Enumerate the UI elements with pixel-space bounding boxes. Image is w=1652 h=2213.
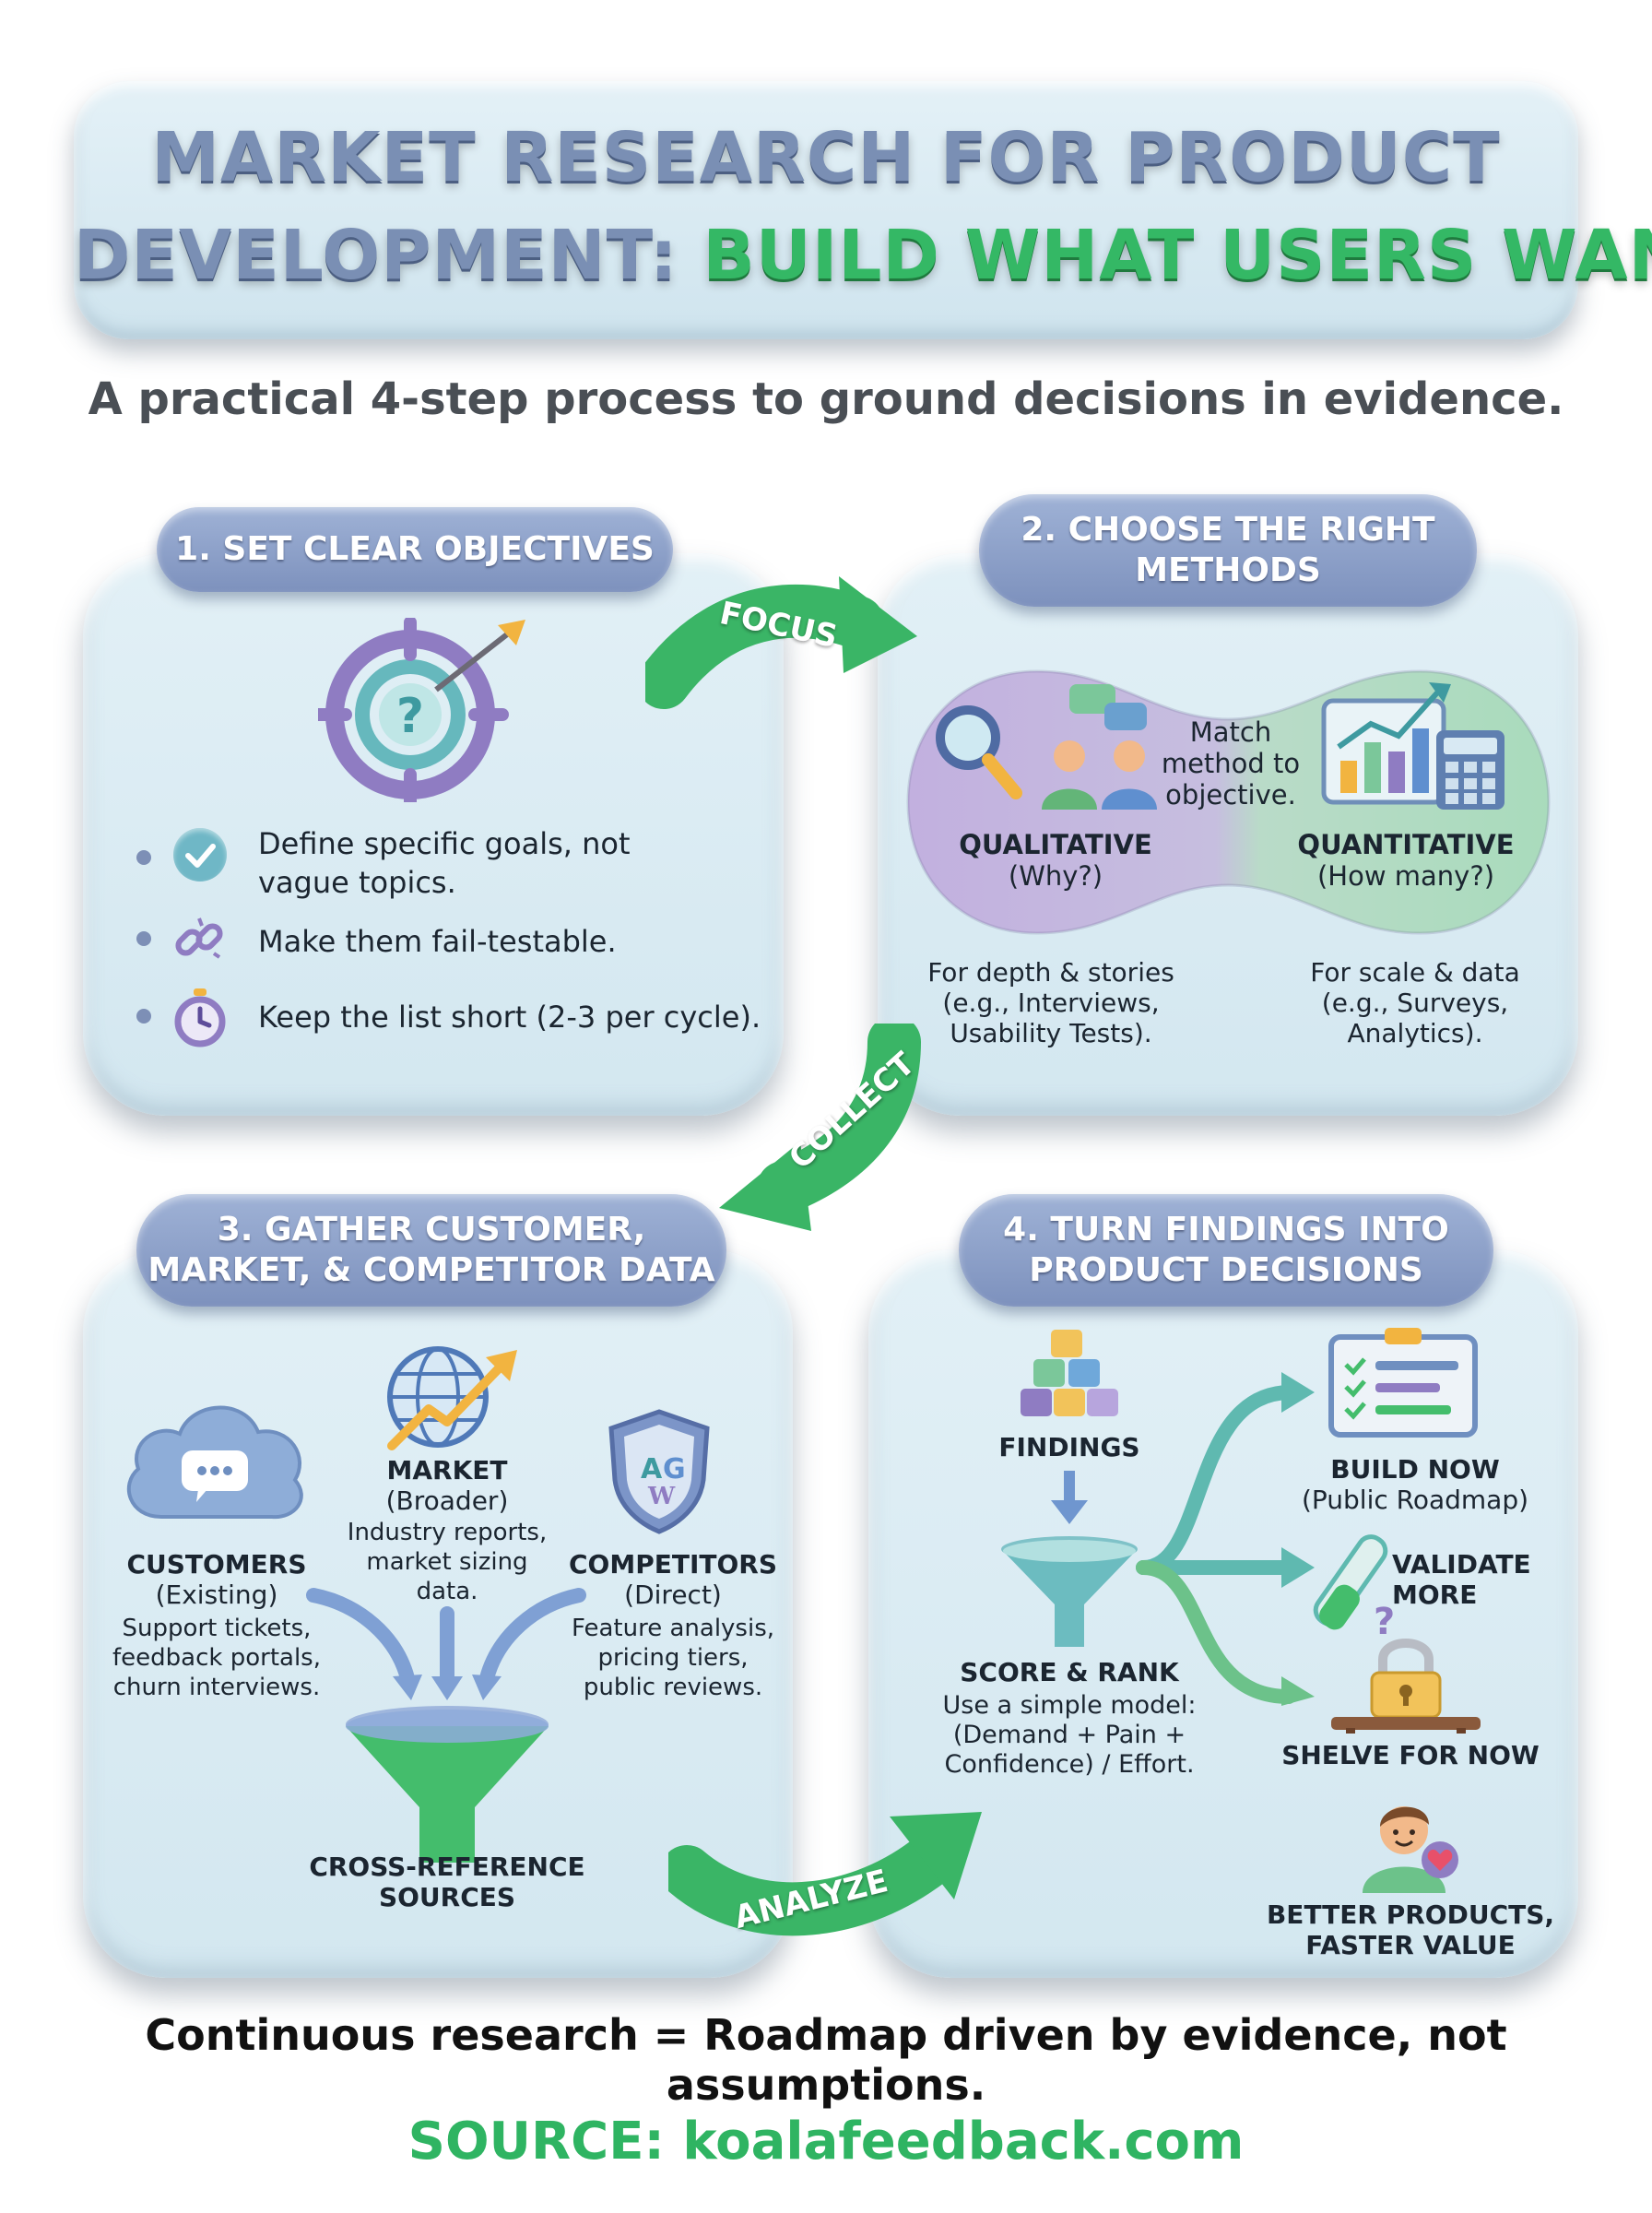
- title-line-2: DEVELOPMENT: BUILD WHAT USERS WANT: [74, 216, 1652, 295]
- quantitative-desc-2: (e.g., Surveys,: [1321, 988, 1509, 1018]
- title-prefix: DEVELOPMENT:: [74, 216, 678, 295]
- step1-heading: 1. SET CLEAR OBJECTIVES: [157, 507, 673, 592]
- svg-text:?: ?: [1374, 1601, 1395, 1641]
- score-rank-desc-2: (Demand + Pain +: [952, 1721, 1186, 1749]
- competitors-title: COMPETITORS: [568, 1549, 777, 1580]
- globe-growth-icon: [387, 1346, 517, 1450]
- competitors-sub: (Direct): [624, 1580, 722, 1610]
- validate-line-1: VALIDATE: [1392, 1549, 1531, 1580]
- shelve-label: SHELVE FOR NOW: [1281, 1740, 1540, 1770]
- step3-heading: 3. GATHER CUSTOMER, MARKET, & COMPETITOR…: [136, 1194, 726, 1307]
- quantitative-title: QUANTITATIVE: [1297, 829, 1515, 860]
- bullet-dot: [136, 1009, 151, 1024]
- title-banner: MARKET RESEARCH FOR PRODUCT DEVELOPMENT:…: [74, 81, 1652, 339]
- svg-text:?: ?: [396, 689, 424, 744]
- cross-reference-line-2: SOURCES: [378, 1882, 516, 1912]
- competitor-shield-icon: A G W: [608, 1409, 710, 1534]
- qualitative-desc-1: For depth & stories: [927, 957, 1174, 988]
- match-line-1: Match: [1189, 716, 1272, 748]
- quantitative-sub: (How many?): [1316, 860, 1495, 892]
- branching-arrows: [1136, 1372, 1315, 1706]
- customers-sub: (Existing): [155, 1580, 278, 1610]
- findings-blocks-icon: [1021, 1330, 1118, 1416]
- market-title: MARKET: [386, 1455, 508, 1485]
- score-rank-desc-1: Use a simple model:: [942, 1691, 1197, 1720]
- test-tube-icon: ?: [1313, 1534, 1395, 1641]
- step1-bullet-2: Make them fail-testable.: [258, 924, 617, 959]
- bullet-dot: [136, 931, 151, 946]
- cross-reference-line-1: CROSS-REFERENCE: [309, 1852, 585, 1882]
- happy-user-icon: [1363, 1806, 1458, 1893]
- market-desc-1: Industry reports,: [347, 1519, 548, 1546]
- better-products-line-1: BETTER PRODUCTS,: [1266, 1899, 1555, 1930]
- match-line-3: objective.: [1165, 779, 1296, 811]
- market-sub: (Broader): [385, 1485, 509, 1516]
- svg-text:W: W: [647, 1483, 676, 1510]
- source-credit[interactable]: SOURCE: koalafeedback.com: [407, 2112, 1245, 2172]
- score-rank-title: SCORE & RANK: [960, 1657, 1179, 1687]
- title-accent: BUILD WHAT USERS WANT: [702, 216, 1652, 295]
- step1-bullet-1-line1: Define specific goals, not: [258, 826, 631, 861]
- customers-desc-3: churn interviews.: [112, 1674, 321, 1701]
- step1-bullet-3: Keep the list short (2-3 per cycle).: [258, 1000, 761, 1035]
- customers-title: CUSTOMERS: [126, 1549, 307, 1580]
- bullet-dot: [136, 850, 151, 865]
- checkmark-icon: [173, 828, 227, 882]
- market-desc-3: data.: [416, 1578, 478, 1605]
- step1-bullet-1-line2: vague topics.: [258, 865, 456, 900]
- qualitative-desc-3: Usability Tests).: [950, 1018, 1152, 1048]
- stopwatch-icon: [174, 988, 226, 1047]
- score-rank-desc-3: Confidence) / Effort.: [944, 1750, 1195, 1779]
- quantitative-desc-3: Analytics).: [1347, 1018, 1483, 1048]
- padlock-shelf-icon: [1331, 1639, 1481, 1734]
- chart-calculator-icon: [1321, 682, 1504, 810]
- cloud-chat-icon: [126, 1405, 303, 1520]
- footer-statement: Continuous research = Roadmap driven by …: [145, 2010, 1507, 2110]
- collect-arrow: [719, 1024, 921, 1231]
- step2-heading: 2. CHOOSE THE RIGHT METHODS: [979, 494, 1477, 607]
- qualitative-sub: (Why?): [1008, 860, 1103, 892]
- focus-arrow: [645, 576, 917, 709]
- customers-desc-2: feedback portals,: [112, 1644, 321, 1672]
- down-arrow-icon: [1051, 1471, 1088, 1524]
- svg-text:A: A: [641, 1453, 663, 1485]
- build-now-sub: (Public Roadmap): [1301, 1485, 1529, 1515]
- score-funnel-icon: [1001, 1536, 1138, 1647]
- competitors-desc-1: Feature analysis,: [571, 1615, 775, 1642]
- analyze-arrow: [668, 1812, 982, 1936]
- title-line-1: MARKET RESEARCH FOR PRODUCT: [151, 118, 1501, 197]
- target-question-icon: ?: [318, 618, 525, 802]
- competitors-desc-2: pricing tiers,: [597, 1644, 749, 1672]
- findings-label: FINDINGS: [998, 1432, 1140, 1462]
- quantitative-desc-1: For scale & data: [1310, 957, 1520, 988]
- roadmap-clipboard-icon: [1328, 1328, 1478, 1438]
- subtitle: A practical 4-step process to ground dec…: [88, 373, 1564, 425]
- build-now-title: BUILD NOW: [1330, 1454, 1500, 1485]
- magnifier-icon: [936, 705, 1022, 799]
- converging-arrows-funnel: [306, 1588, 586, 1863]
- competitors-desc-3: public reviews.: [583, 1674, 763, 1701]
- validate-line-2: MORE: [1392, 1580, 1478, 1610]
- qualitative-title: QUALITATIVE: [959, 829, 1152, 860]
- qualitative-desc-2: (e.g., Interviews,: [942, 988, 1160, 1018]
- broken-link-icon: [175, 917, 223, 959]
- svg-text:G: G: [663, 1453, 686, 1485]
- match-line-2: method to: [1161, 748, 1301, 779]
- step4-heading: 4. TURN FINDINGS INTO PRODUCT DECISIONS: [959, 1194, 1493, 1307]
- market-desc-2: market sizing: [366, 1548, 528, 1576]
- customers-desc-1: Support tickets,: [122, 1615, 312, 1642]
- people-chat-icon: [1042, 684, 1157, 810]
- better-products-line-2: FASTER VALUE: [1305, 1930, 1516, 1960]
